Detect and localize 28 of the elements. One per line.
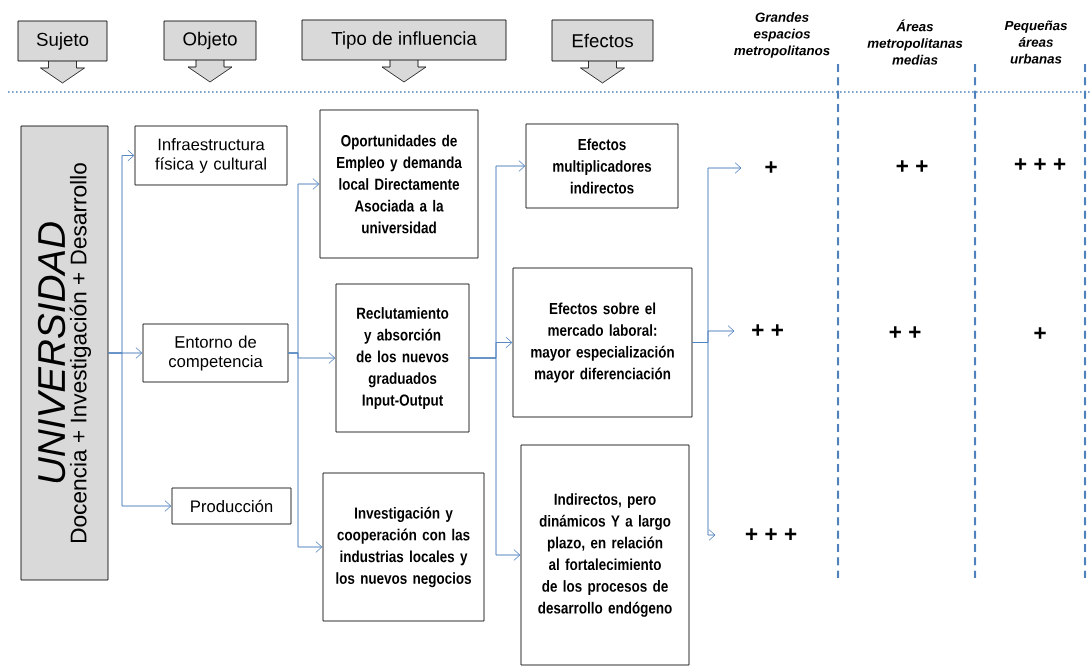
- column-heading: Áreas metropolitanas medias: [867, 19, 963, 65]
- header-callout: Sujeto: [17, 20, 108, 84]
- plus-signs: + +: [752, 324, 783, 336]
- header-callout: Efectos: [551, 19, 654, 84]
- object-box: Infraestructura física y cultural: [134, 125, 288, 186]
- effect-box: Efectos multiplicadores indirectos: [525, 123, 679, 209]
- object-box: Entorno de competencia: [142, 323, 289, 383]
- effect-box: Efectos sobre el mercado laboral: mayor especialización mayor diferenciación: [512, 267, 693, 418]
- effect-box: Reclutamiento y absorción de los nuevos graduados Input-Output: [335, 283, 470, 433]
- subject-box: UNIVERSIDAD Docencia + Investigación + Desarrollo: [20, 125, 109, 581]
- arrow: [287, 352, 323, 553]
- column-heading: Pequeñas áreas urbanas: [1004, 20, 1068, 64]
- plus-signs: + + +: [1014, 158, 1066, 170]
- effect-box: Indirectos, pero dinámicos Y a largo plazo, en relación al fortalecimiento de los procesos de desarrollo endógeno: [520, 444, 690, 666]
- column-heading: Grandes espacios metropolitanos: [734, 12, 830, 58]
- plus-signs: +: [1034, 327, 1046, 339]
- effect-box: Oportunidades de Empleo y demanda local Directamente Asociada a la universidad: [319, 109, 479, 259]
- arrow: [107, 352, 172, 512]
- effect-box: Investigación y cooperación con las industrias locales y los nuevos negocios: [322, 472, 485, 622]
- object-box: Producción: [171, 487, 292, 525]
- arrow: [691, 342, 716, 541]
- header-callout: Tipo de influencia: [301, 19, 507, 83]
- header-callout: Objeto: [163, 20, 257, 83]
- plus-signs: + + +: [745, 528, 797, 540]
- plus-signs: +: [765, 161, 777, 173]
- plus-signs: + +: [889, 326, 921, 338]
- arrow: [468, 357, 521, 561]
- plus-signs: + +: [896, 160, 928, 172]
